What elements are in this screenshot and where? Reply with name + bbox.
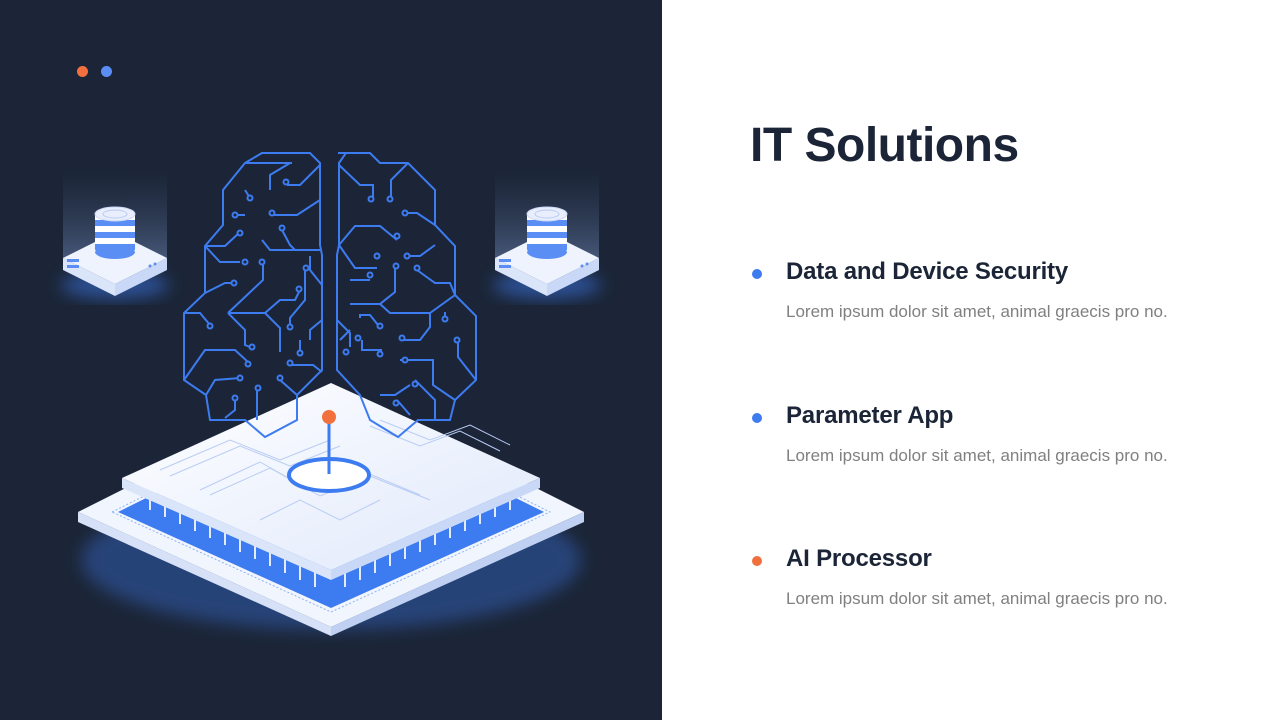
blue-dot [101, 66, 112, 77]
item-title: Data and Device Security [786, 258, 1068, 285]
item-description: Lorem ipsum dolor sit amet, animal graec… [786, 589, 1168, 608]
database-server-icon-right [493, 170, 601, 299]
illustration-panel [0, 0, 662, 720]
item-title: AI Processor [786, 545, 932, 572]
decor-dots [77, 66, 112, 77]
blue-bullet-icon [752, 413, 762, 423]
content-panel: IT Solutions Data and Device Security Lo… [662, 0, 1280, 720]
orange-bullet-icon [752, 556, 762, 566]
item-description: Lorem ipsum dolor sit amet, animal graec… [786, 302, 1168, 321]
item-description: Lorem ipsum dolor sit amet, animal graec… [786, 446, 1168, 465]
slide-title: IT Solutions [750, 119, 1019, 172]
brain-circuit-icon [183, 152, 477, 439]
blue-bullet-icon [752, 269, 762, 279]
database-server-icon-left [61, 170, 169, 299]
cpu-chip-icon [78, 383, 584, 636]
orange-dot [77, 66, 88, 77]
item-title: Parameter App [786, 402, 954, 429]
